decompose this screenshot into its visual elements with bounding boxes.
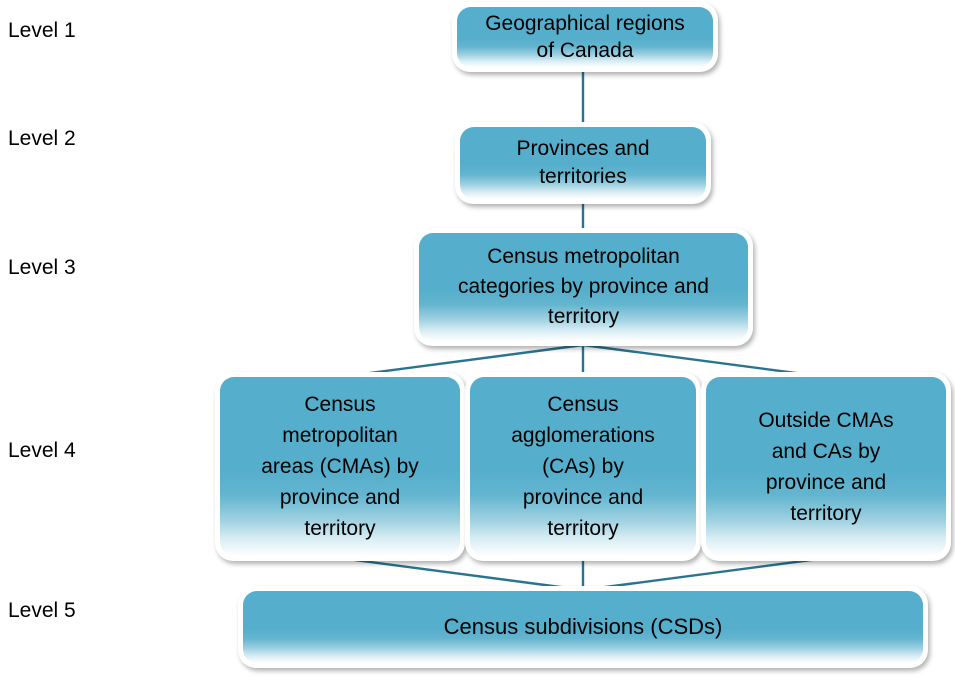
node-provinces-and-territories[interactable]: Provinces and territories	[455, 122, 711, 204]
node-label: Census agglomerations (CAs) by province …	[511, 393, 655, 540]
level-label-1: Level 1	[8, 19, 76, 42]
level-label-3: Level 3	[8, 256, 76, 279]
node-label: Geographical regions of Canada	[485, 12, 685, 62]
node-fill	[220, 377, 460, 556]
node-census-metropolitan-areas[interactable]: Census metropolitan areas (CMAs) by prov…	[215, 372, 465, 561]
node-label: Census subdivisions (CSDs)	[443, 614, 723, 639]
node-label: Provinces and territories	[516, 137, 650, 188]
node-census-subdivisions[interactable]: Census subdivisions (CSDs)	[238, 586, 928, 668]
node-fill	[706, 377, 946, 556]
node-fill	[243, 591, 923, 663]
node-geographical-regions-of-canada[interactable]: Geographical regions of Canada	[452, 2, 718, 72]
node-label: Outside CMAs and CAs by province and ter…	[758, 408, 894, 525]
node-census-agglomerations[interactable]: Census agglomerations (CAs) by province …	[465, 372, 701, 561]
node-census-metropolitan-categories[interactable]: Census metropolitan categories by provin…	[414, 228, 753, 346]
node-outside-cmas-and-cas[interactable]: Outside CMAs and CAs by province and ter…	[701, 372, 951, 561]
node-fill	[419, 233, 748, 341]
level-label-4: Level 4	[8, 439, 76, 462]
node-fill	[460, 127, 706, 199]
node-fill	[457, 7, 713, 67]
node-fill	[470, 377, 696, 556]
level-label-2: Level 2	[8, 127, 76, 150]
level-label-5: Level 5	[8, 599, 76, 622]
node-label: Census metropolitan categories by provin…	[458, 245, 709, 328]
node-label: Census metropolitan areas (CMAs) by prov…	[261, 393, 419, 540]
